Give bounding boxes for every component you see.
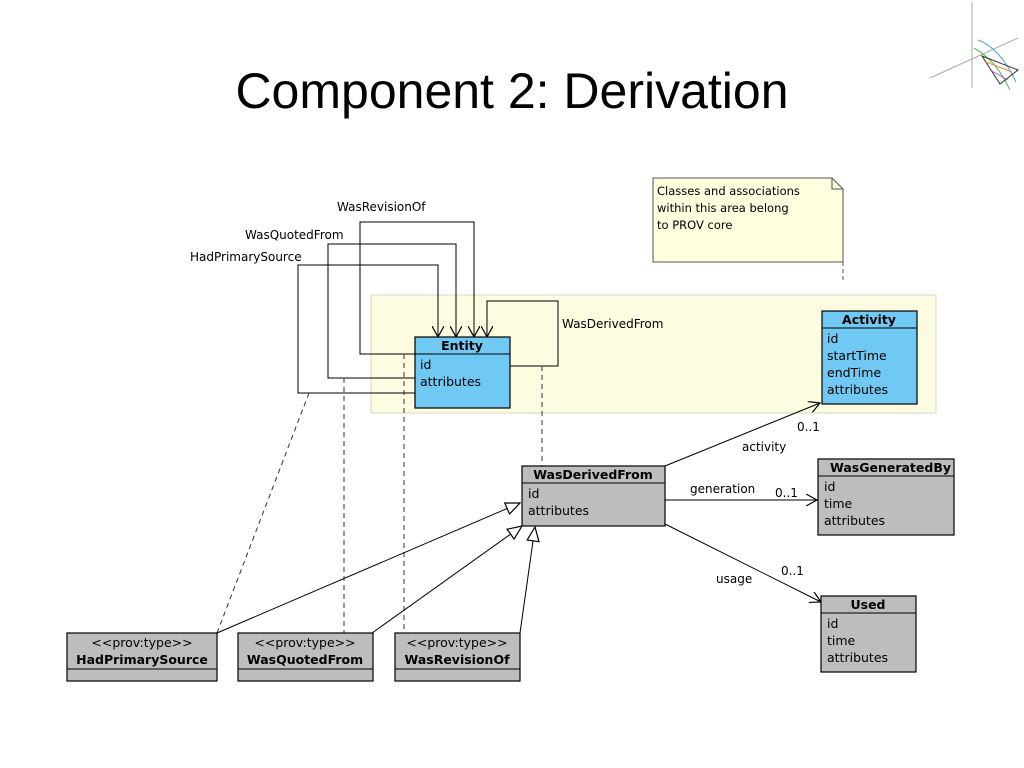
label-was-revision-of: WasRevisionOf	[337, 200, 426, 214]
entity-attr-attributes: attributes	[420, 374, 481, 389]
was-quoted-from-association	[327, 243, 456, 379]
activity-attr-attributes: attributes	[827, 382, 888, 397]
label-had-primary-source: HadPrimarySource	[190, 250, 302, 264]
note-line-2: within this area belong	[657, 201, 789, 215]
entity-class[interactable]: Entity id attributes	[414, 336, 511, 409]
used-attr-id: id	[827, 616, 838, 631]
wgb-attr-attributes: attributes	[824, 513, 885, 528]
wdf-associations	[664, 403, 821, 602]
activity-association	[664, 403, 820, 467]
hps-stereotype: <<prov:type>>	[91, 635, 192, 650]
activity-attr-starttime: startTime	[827, 348, 887, 363]
used-attr-time: time	[827, 633, 856, 648]
label-usage: usage	[716, 572, 752, 586]
was-revision-of-association	[359, 221, 474, 355]
had-primary-source-association	[297, 264, 438, 394]
was-derived-from-class[interactable]: WasDerivedFrom id attributes	[521, 465, 666, 527]
label-usage-mult: 0..1	[781, 564, 804, 578]
wro-stereotype: <<prov:type>>	[406, 635, 507, 650]
entity-attr-id: id	[420, 357, 431, 372]
was-generated-by-class[interactable]: WasGeneratedBy id time attributes	[817, 458, 955, 536]
was-derived-from-class-name: WasDerivedFrom	[533, 467, 653, 482]
activity-attr-endtime: endTime	[827, 365, 881, 380]
had-primary-source-class[interactable]: <<prov:type>> HadPrimarySource	[66, 632, 218, 682]
label-activity: activity	[742, 440, 786, 454]
wqf-stereotype: <<prov:type>>	[254, 635, 355, 650]
slide-title: Component 2: Derivation	[235, 63, 789, 119]
was-revision-of-class[interactable]: <<prov:type>> WasRevisionOf	[394, 632, 521, 682]
wdf-attr-attributes: attributes	[528, 503, 589, 518]
hps-class-name: HadPrimarySource	[76, 652, 208, 667]
activity-class[interactable]: Activity id startTime endTime attributes	[821, 310, 918, 405]
corner-logo-icon	[929, 2, 1020, 91]
activity-class-name: Activity	[842, 312, 896, 327]
label-was-derived-from-self: WasDerivedFrom	[562, 317, 663, 331]
wgb-attr-time: time	[824, 496, 853, 511]
generalization-arrows	[216, 503, 535, 634]
association-class-links	[216, 354, 543, 634]
label-activity-mult: 0..1	[797, 420, 820, 434]
was-quoted-from-class[interactable]: <<prov:type>> WasQuotedFrom	[237, 632, 374, 682]
wdf-attr-id: id	[528, 486, 539, 501]
usage-association	[664, 523, 821, 602]
activity-attr-id: id	[827, 331, 838, 346]
used-class-name: Used	[850, 597, 885, 612]
wgb-attr-id: id	[824, 479, 835, 494]
label-generation-mult: 0..1	[775, 486, 798, 500]
used-class[interactable]: Used id time attributes	[820, 595, 917, 673]
used-attr-attributes: attributes	[827, 650, 888, 665]
wro-class-name: WasRevisionOf	[404, 652, 510, 667]
entity-class-name: Entity	[441, 338, 483, 353]
note-line-3: to PROV core	[657, 218, 732, 232]
was-generated-by-class-name: WasGeneratedBy	[830, 460, 951, 475]
note-line-1: Classes and associations	[657, 184, 800, 198]
wqf-class-name: WasQuotedFrom	[247, 652, 363, 667]
label-generation: generation	[690, 482, 755, 496]
core-note: Classes and associations within this are…	[652, 177, 844, 280]
label-was-quoted-from: WasQuotedFrom	[245, 228, 344, 242]
